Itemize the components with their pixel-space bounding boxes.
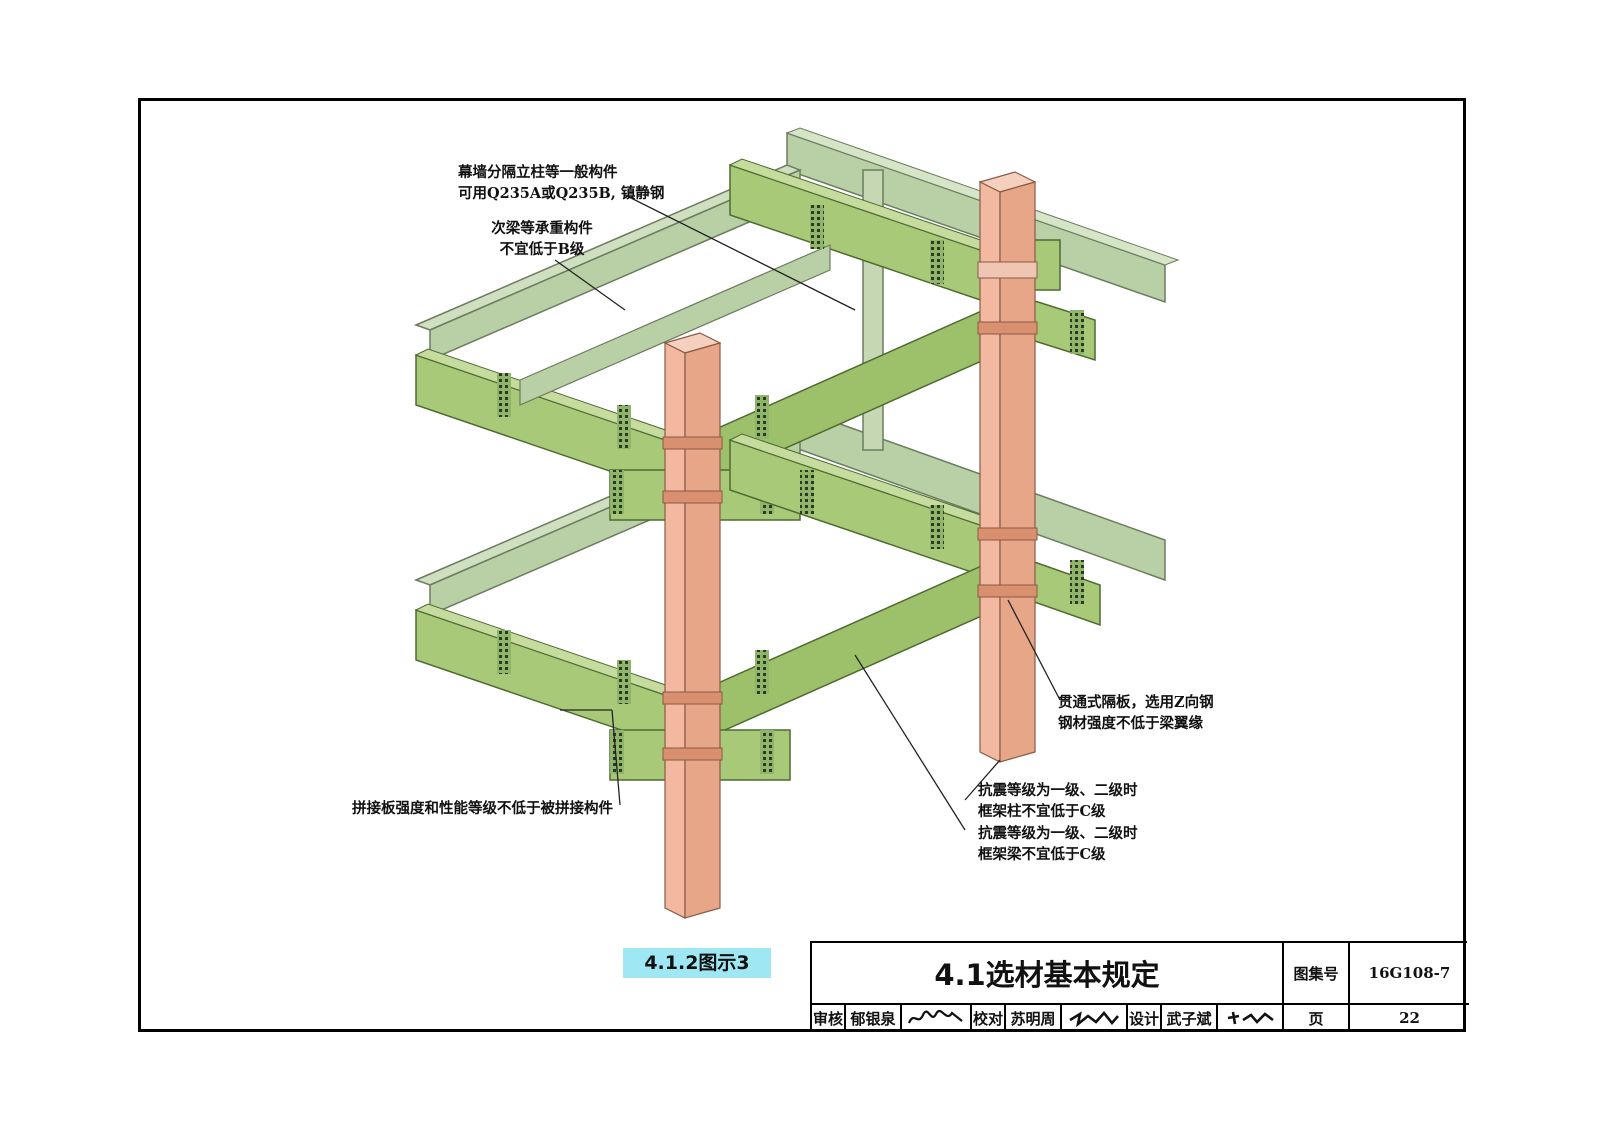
- atlas-label: 图集号: [1293, 964, 1339, 983]
- callout-through-diaphragm: 贯通式隔板，选用Z向钢 钢材强度不低于梁翼缘: [1058, 692, 1214, 734]
- callout-curtain-wall: 幕墙分隔立柱等一般构件 可用Q235A或Q235B, 镇静钢: [458, 162, 664, 204]
- callout-seismic-column-line1: 抗震等级为一级、二级时: [978, 782, 1138, 799]
- leader-lines: [554, 194, 1061, 831]
- callout-seismic-beam-line2: 框架梁不宜低于C级: [978, 846, 1106, 863]
- callout-splice-plate: 拼接板强度和性能等级不低于被拼接构件: [352, 800, 613, 817]
- page-label: 页: [1308, 1009, 1324, 1028]
- callout-secondary-beam-line1: 次梁等承重构件: [491, 220, 593, 237]
- callout-through-diaphragm-line1: 贯通式隔板，选用Z向钢: [1058, 694, 1214, 711]
- design-label: 设计: [1128, 1005, 1162, 1031]
- reviewer-name: 郁银泉: [846, 1005, 902, 1031]
- callout-seismic-beam: 抗震等级为一级、二级时 框架梁不宜低于C级: [978, 823, 1138, 865]
- callout-through-diaphragm-line2: 钢材强度不低于梁翼缘: [1058, 715, 1203, 732]
- callout-curtain-wall-line2: 可用Q235A或Q235B, 镇静钢: [458, 185, 665, 202]
- review-label: 审核: [812, 1005, 846, 1031]
- callout-seismic-column: 抗震等级为一级、二级时 框架柱不宜低于C级: [978, 780, 1138, 822]
- title-block: 4.1选材基本规定 图集号 16G108-7 审核 郁银泉 校对 苏明周 设计 …: [810, 941, 1469, 1031]
- reviewer-signature: [902, 1005, 972, 1031]
- callout-seismic-column-line2: 框架柱不宜低于C级: [978, 803, 1106, 820]
- designer-name: 武子斌: [1162, 1005, 1218, 1031]
- callout-secondary-beam: 次梁等承重构件 不宜低于B级: [472, 218, 612, 260]
- reviewer-signature-mark: [907, 1009, 963, 1024]
- column-back-right: [977, 171, 1038, 763]
- atlas-number: 16G108-7: [1368, 964, 1451, 982]
- drawing-frame: [138, 98, 1466, 1032]
- page-number: 22: [1399, 1009, 1420, 1027]
- checker-signature: [1062, 1005, 1128, 1031]
- checker-signature-mark: [1069, 1010, 1119, 1028]
- designer-signature: [1218, 1005, 1282, 1031]
- callout-curtain-wall-line1: 幕墙分隔立柱等一般构件: [458, 164, 618, 181]
- check-label: 校对: [972, 1005, 1006, 1031]
- checker-name: 苏明周: [1006, 1005, 1062, 1031]
- designer-signature-mark: [1227, 1011, 1274, 1025]
- drawing-title: 4.1选材基本规定: [934, 958, 1160, 992]
- column-front-left: [662, 332, 723, 919]
- figure-caption: 4.1.2图示3: [623, 948, 771, 978]
- callout-secondary-beam-line2: 不宜低于B级: [499, 241, 585, 258]
- callout-seismic-beam-line1: 抗震等级为一级、二级时: [978, 825, 1138, 842]
